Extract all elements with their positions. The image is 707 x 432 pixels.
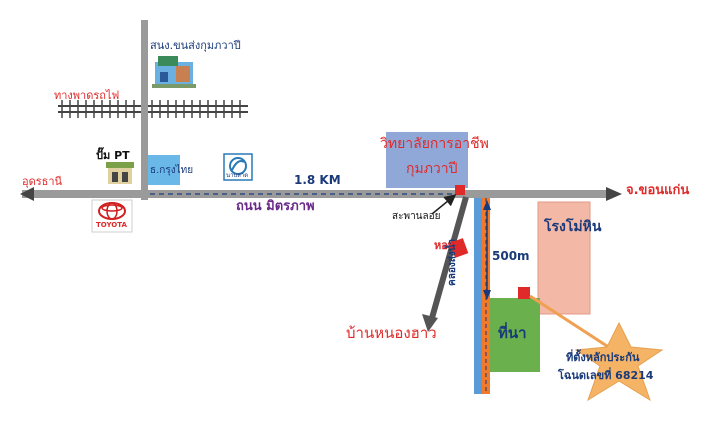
road-label: ถนน มิตรภาพ — [236, 199, 315, 214]
distance-500-arrow-down — [483, 290, 491, 300]
college-label-line1: วิทยาลัยการอาชีพ — [380, 136, 489, 152]
distance-label: 1.8 KM — [294, 173, 341, 187]
udon-label: อุดรธานี — [22, 175, 63, 188]
village-road-arrow — [422, 314, 438, 332]
field-box — [490, 298, 540, 372]
khonkaen-label: จ.ขอนแก่น — [626, 183, 690, 198]
main-road-left-arrow — [20, 187, 34, 201]
village-road — [429, 196, 469, 319]
vertical-road — [141, 20, 148, 200]
canal-blue — [474, 198, 482, 394]
dorm-marker — [449, 238, 469, 258]
bridge-arrow — [431, 194, 457, 215]
bank-icon-label: นาบสาด — [226, 172, 249, 179]
plot-label-line2: โฉนดเลขที่ 68214 — [558, 369, 654, 382]
railroad-label: ทางพาดรถไฟ — [54, 89, 120, 102]
stone-mill-label: โรงโม่หิน — [544, 219, 602, 235]
college-marker — [455, 185, 465, 195]
bank-ktb-box — [148, 155, 180, 185]
bank-ktb-label: ธ.กรุงไทย — [150, 165, 194, 176]
stone-mill-box — [537, 201, 591, 315]
village-label: บ้านหนองฮาว — [346, 324, 437, 342]
distance-500-label: 500m — [492, 249, 530, 263]
field-label: ที่นา — [498, 324, 527, 342]
college-box — [386, 132, 468, 188]
bridge-label: สะพานลอย — [392, 211, 441, 222]
railroad — [58, 100, 248, 118]
plot-marker — [518, 287, 530, 299]
distance-500-arrow-up — [483, 200, 491, 210]
pump-label: ปั๊ม PT — [96, 149, 130, 162]
plot-pointer-line — [529, 294, 611, 350]
main-road-right-arrow — [606, 187, 622, 201]
pump-icon — [106, 162, 134, 184]
canal-label: คลองส่งน้ำ — [447, 238, 458, 286]
plot-label-line1: ที่ตั้งหลักประกัน — [566, 351, 640, 364]
toyota-label: TOYOTA — [96, 221, 127, 229]
college-label-line2: กุมภวาปี — [406, 161, 458, 177]
dorm-label: หอพัก — [434, 239, 462, 252]
bus-terminal-icon — [152, 56, 196, 88]
plot-star — [574, 321, 664, 402]
toyota-logo — [91, 199, 133, 233]
bank-logo-icon — [223, 153, 253, 181]
bus-terminal-label: สนง.ขนส่งกุมภวาปี — [150, 39, 241, 52]
